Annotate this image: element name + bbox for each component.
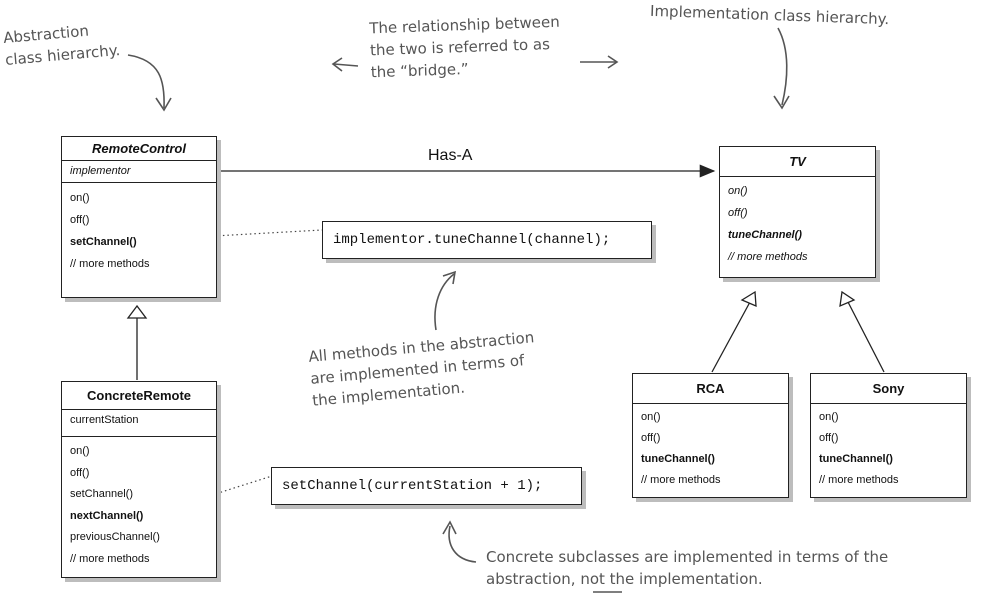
class-methods: on() off() setChannel() nextChannel() pr… [62, 437, 216, 574]
method-item: // more methods [70, 552, 150, 565]
note-arrow-all-methods [434, 273, 455, 331]
class-title: ConcreteRemote [62, 382, 216, 410]
code-implementor-call: implementor.tuneChannel(channel); [322, 221, 652, 259]
class-concreteremote: ConcreteRemote currentStation on() off()… [61, 381, 217, 578]
method-item: tuneChannel() [641, 453, 715, 465]
method-item: setChannel() [70, 236, 137, 248]
note-bridge: The relationship between the two is refe… [369, 11, 562, 84]
method-item: // more methods [641, 474, 721, 486]
class-title: Sony [811, 374, 966, 404]
method-item: on() [819, 411, 839, 423]
class-tv: TV on() off() tuneChannel() // more meth… [719, 146, 876, 278]
method-item: tuneChannel() [819, 453, 893, 465]
method-item: // more methods [728, 251, 808, 263]
method-item: on() [728, 185, 748, 197]
method-item: nextChannel() [70, 509, 144, 522]
method-item: tuneChannel() [728, 229, 802, 241]
has-a-label: Has-A [428, 147, 473, 164]
note-arrow-implementation [777, 27, 788, 106]
note-arrow-concrete [448, 525, 477, 563]
method-item: // more methods [70, 258, 150, 270]
class-field: implementor [62, 161, 216, 183]
class-title: RCA [633, 374, 788, 404]
method-item: setChannel() [70, 488, 133, 500]
method-item: on() [70, 445, 90, 457]
inheritance-triangle-sony [839, 290, 856, 308]
code-set-channel-call: setChannel(currentStation + 1); [271, 467, 582, 505]
method-item: on() [641, 411, 661, 423]
class-methods: on() off() tuneChannel() // more methods [720, 177, 875, 272]
inheritance-triangle-concrete [126, 304, 148, 319]
dotted-link-nextchannel [151, 475, 273, 515]
class-methods: on() off() setChannel() // more methods [62, 183, 216, 279]
method-item: off() [728, 207, 748, 219]
method-item: // more methods [819, 474, 899, 486]
method-item: previousChannel() [70, 531, 160, 543]
method-item: on() [70, 192, 90, 204]
class-title: RemoteControl [62, 137, 216, 161]
inheritance-line-sony [847, 301, 885, 373]
note-arrow-abstraction [127, 54, 165, 109]
note-arrow-bridge-left [333, 63, 359, 67]
note-word: abstraction, [486, 570, 576, 588]
class-rca: RCA on() off() tuneChannel() // more met… [632, 373, 789, 498]
class-field: currentStation [62, 410, 216, 437]
note-concrete-subclasses: Concrete subclasses are implemented in t… [486, 546, 888, 590]
inheritance-line-rca [711, 301, 751, 373]
method-item: off() [70, 466, 90, 479]
class-methods: on() off() tuneChannel() // more methods [633, 404, 788, 495]
note-line: Concrete subclasses are implemented in t… [486, 548, 889, 566]
note-word-emphasis: not [580, 570, 605, 588]
note-line-2: abstraction, not the implementation. [486, 568, 888, 590]
note-word: the implementation. [609, 570, 763, 588]
class-sony: Sony on() off() tuneChannel() // more me… [810, 373, 967, 498]
method-item: off() [819, 432, 839, 444]
method-item: off() [70, 214, 90, 226]
class-methods: on() off() tuneChannel() // more methods [811, 404, 966, 495]
class-remotecontrol: RemoteControl implementor on() off() set… [61, 136, 217, 298]
inheritance-triangle-rca [740, 290, 757, 308]
class-title: TV [720, 147, 875, 177]
method-item: off() [641, 432, 661, 444]
